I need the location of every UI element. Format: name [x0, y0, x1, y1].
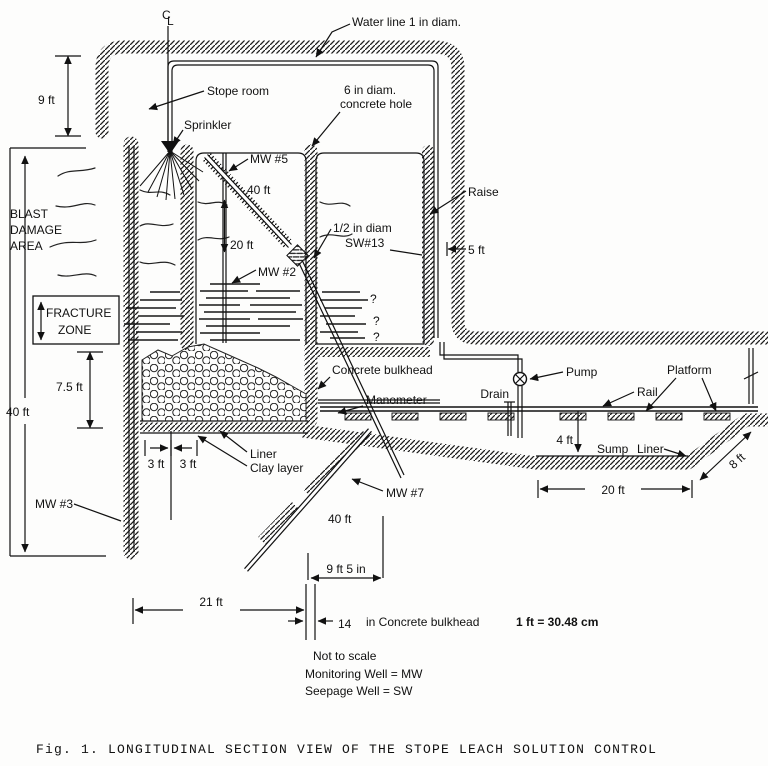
scale-note: 1 ft = 30.48 cm: [516, 615, 598, 629]
solution-level-right-chamber: [320, 291, 368, 339]
concrete-hole-label-1: 6 in diam.: [344, 83, 396, 97]
dim-40ft-left-label: 40 ft: [6, 405, 30, 419]
dim-14in-number: 14: [338, 617, 352, 631]
mw7-bore-edge2: [244, 428, 369, 570]
concrete-hole-label-2: concrete hole: [340, 97, 412, 111]
blast-label-1: BLAST: [10, 207, 49, 221]
dim-8ft-line: [699, 431, 752, 481]
dim-20ft-sump-label: 20 ft: [601, 483, 625, 497]
liner-sump-label: Liner: [637, 442, 664, 456]
dim-14in-text: in Concrete bulkhead: [366, 615, 479, 629]
break-mark: [743, 371, 759, 380]
sw13-well-b: [301, 259, 405, 476]
mw7-label: MW #7: [386, 486, 424, 500]
fracture-zone-box: [32, 295, 120, 345]
raise-label: Raise: [468, 185, 499, 199]
pump-label: Pump: [566, 365, 598, 379]
leader-mw3: [73, 503, 122, 522]
pump-pipe: [439, 342, 519, 372]
leader-pump: [529, 371, 564, 382]
question-mark-2: ?: [373, 314, 380, 328]
left-chamber-border: [195, 152, 307, 344]
stope-roof-and-raise-wall: [95, 40, 768, 345]
mw3-label: MW #3: [35, 497, 73, 511]
dim-5ft-label: 5 ft: [468, 243, 485, 257]
pump-icon-x2: [515, 374, 525, 384]
leader-rail: [602, 391, 635, 407]
leader-sw13: [313, 228, 332, 259]
manometer-label: Manometer: [366, 393, 427, 407]
leader-water-line: [315, 23, 351, 58]
blast-label-2: DAMAGE: [10, 223, 62, 237]
centerline-symbol-c: C: [162, 8, 171, 22]
mw2-label: MW #2: [258, 265, 296, 279]
question-mark-3: ?: [373, 330, 380, 344]
stope-room-border-inner: [171, 64, 435, 338]
leader-mw7: [351, 478, 384, 492]
water-line-label: Water line 1 in diam.: [352, 15, 461, 29]
dim-21ft-label: 21 ft: [199, 595, 223, 609]
sprinkler-spray: [139, 150, 204, 201]
leader-manometer: [337, 405, 364, 415]
platform-label: Platform: [667, 363, 712, 377]
sw13-label-2: SW#13: [345, 236, 385, 250]
sw13-label-1: 1/2 in diam: [333, 221, 392, 235]
pump-pipe-b: [443, 342, 523, 372]
mw5-label: MW #5: [250, 152, 288, 166]
drift-floor-and-sump: [302, 413, 768, 470]
leader-bulkhead: [317, 376, 331, 390]
liner-pile-label: Liner: [250, 447, 277, 461]
dim-9ft-label: 9 ft: [38, 93, 55, 107]
blast-label-3: AREA: [10, 239, 43, 253]
clay-layer-label: Clay layer: [250, 461, 303, 475]
leader-concrete-hole: [311, 111, 341, 147]
figure-caption: Fig. 1. LONGITUDINAL SECTION VIEW OF THE…: [36, 742, 657, 757]
dim-20ft-chamber-label: 20 ft: [230, 238, 254, 252]
dim-4ft-label: 4 ft: [556, 433, 573, 447]
fracture-label-2: ZONE: [58, 323, 91, 337]
note-monitoring-well: Monitoring Well = MW: [305, 667, 423, 681]
leader-mw2: [231, 269, 257, 284]
dim-3ft-b-label: 3 ft: [180, 457, 197, 471]
rail-label: Rail: [637, 385, 658, 399]
dim-7-5ft-label: 7.5 ft: [56, 380, 83, 394]
mw5-bore-white: [204, 154, 292, 248]
concrete-bulkhead-label: Concrete bulkhead: [332, 363, 433, 377]
question-mark-1: ?: [370, 292, 377, 306]
note-not-to-scale: Not to scale: [313, 649, 377, 663]
leader-platform-2: [701, 377, 717, 412]
centerline-symbol-l: L: [167, 14, 174, 28]
leader-sprinkler: [172, 129, 184, 146]
mw7-bore-white: [244, 428, 372, 572]
drain-label: Drain: [480, 387, 509, 401]
leader-platform-1: [645, 377, 677, 412]
leader-raise: [429, 190, 467, 215]
mw7-casing-2: [258, 502, 300, 545]
sump-label: Sump: [597, 442, 629, 456]
mw5-bore-edge1: [204, 157, 289, 248]
sw13-well: [298, 262, 402, 479]
dim-9ft5in-label: 9 ft 5 in: [326, 562, 365, 576]
dim-40ft-mw5-label: 40 ft: [247, 183, 271, 197]
leader-mw5: [228, 158, 249, 172]
note-seepage-well: Seepage Well = SW: [305, 684, 413, 698]
leader-stope-room: [148, 90, 205, 111]
dim-40ft-mw7-label: 40 ft: [328, 512, 352, 526]
leader-liner-pile: [219, 430, 248, 453]
leader-sw13-tail: [389, 249, 423, 256]
right-chamber-border: [315, 152, 425, 345]
stope-room-label: Stope room: [207, 84, 269, 98]
leader-liner-sump: [663, 448, 687, 458]
mw7-bore-edge1: [247, 430, 372, 572]
sprinkler-label: Sprinkler: [184, 118, 231, 132]
platform-segments: [344, 412, 731, 421]
leader-clay-layer: [197, 435, 248, 467]
fracture-label-1: FRACTURE: [46, 306, 111, 320]
mw5-bore-edge2: [207, 154, 292, 245]
solution-level-left-chamber: [199, 283, 303, 341]
dim-3ft-a-label: 3 ft: [148, 457, 165, 471]
muck-pile: [141, 343, 307, 422]
